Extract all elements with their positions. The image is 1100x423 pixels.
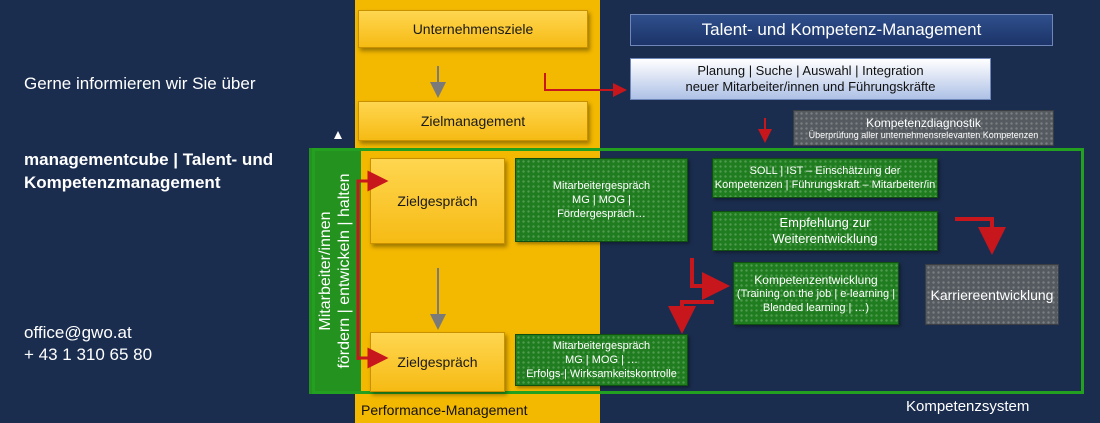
kompetenzentwicklung-box: Kompetenzentwicklung (Training on the jo… — [733, 262, 899, 325]
empf-line2: Weiterentwicklung — [772, 231, 878, 246]
soll-line2: Kompetenzen | Führungskraft – Mitarbeite… — [714, 179, 936, 191]
karriereentwicklung-box: Karriereentwicklung — [925, 264, 1059, 325]
company-name-line1: managementcube | Talent- und — [24, 150, 274, 169]
mg2-line2: MG | MOG | … — [565, 354, 638, 366]
soll-ist-box: SOLL | IST – Einschätzung der Kompetenze… — [712, 158, 938, 198]
arrow-to-planning — [544, 73, 627, 97]
empf-line1: Empfehlung zur — [779, 215, 871, 230]
diagnostics-title: Kompetenzdiagnostik — [866, 115, 981, 130]
company-name-line2: Kompetenzmanagement — [24, 173, 221, 192]
mg2-line1: Mitarbeitergespräch — [552, 340, 651, 352]
mitarbeitergespraech-box-2: Mitarbeitergespräch MG | MOG | … Erfolgs… — [515, 334, 688, 386]
contact-email[interactable]: office@gwo.at — [24, 323, 132, 342]
arrow-to-kompetenzentwicklung — [690, 258, 730, 300]
performance-label: Performance-Management — [361, 402, 528, 418]
planning-line2: neuer Mitarbeiter/innen und Führungskräf… — [685, 79, 936, 94]
diagnostics-box: Kompetenzdiagnostik Überprüfung aller un… — [793, 110, 1054, 146]
empfehlung-box: Empfehlung zur Weiterentwicklung — [712, 211, 938, 251]
triangle-marker-icon — [334, 131, 342, 139]
kompetenz-line3: Blended learning | …) — [762, 301, 870, 314]
planning-line1: Planung | Suche | Auswahl | Integration — [697, 63, 924, 78]
title-box: Talent- und Kompetenz-Management — [630, 14, 1053, 46]
arrow-to-karriere — [955, 217, 1006, 255]
kompetenz-line2: (Training on the job | e-learning | — [736, 287, 896, 300]
kompetenzsystem-frame — [312, 148, 1084, 394]
zielgespraech-box-1: Zielgespräch — [370, 158, 505, 244]
mg1-line1: Mitarbeitergespräch — [552, 180, 651, 192]
unternehmensziele-box: Unternehmensziele — [358, 10, 588, 48]
mg2-line3: Erfolgs-| Wirksamkeitskontrolle — [526, 368, 677, 380]
kompetenz-line1: Kompetenzentwicklung — [754, 272, 878, 287]
arrow-bracket-top — [356, 170, 389, 360]
mg1-line2: MG | MOG | — [572, 194, 631, 206]
mg1-line3: Fördergespräch… — [557, 208, 646, 220]
soll-line1: SOLL | IST – Einschätzung der — [749, 165, 901, 177]
side-band — [309, 148, 361, 394]
zielmanagement-box: Zielmanagement — [358, 101, 588, 141]
diagnostics-subtitle: Überprüfung aller unternehmensrelevanten… — [808, 129, 1039, 140]
arrow-to-mg2 — [668, 300, 714, 334]
mitarbeitergespraech-box-1: Mitarbeitergespräch MG | MOG | Förderges… — [515, 158, 688, 242]
planning-box: Planung | Suche | Auswahl | Integration … — [630, 58, 991, 100]
kompetenzsystem-label: Kompetenzsystem — [906, 398, 1030, 415]
intro-text: Gerne informieren wir Sie über — [24, 74, 256, 93]
contact-phone: + 43 1 310 65 80 — [24, 345, 153, 364]
